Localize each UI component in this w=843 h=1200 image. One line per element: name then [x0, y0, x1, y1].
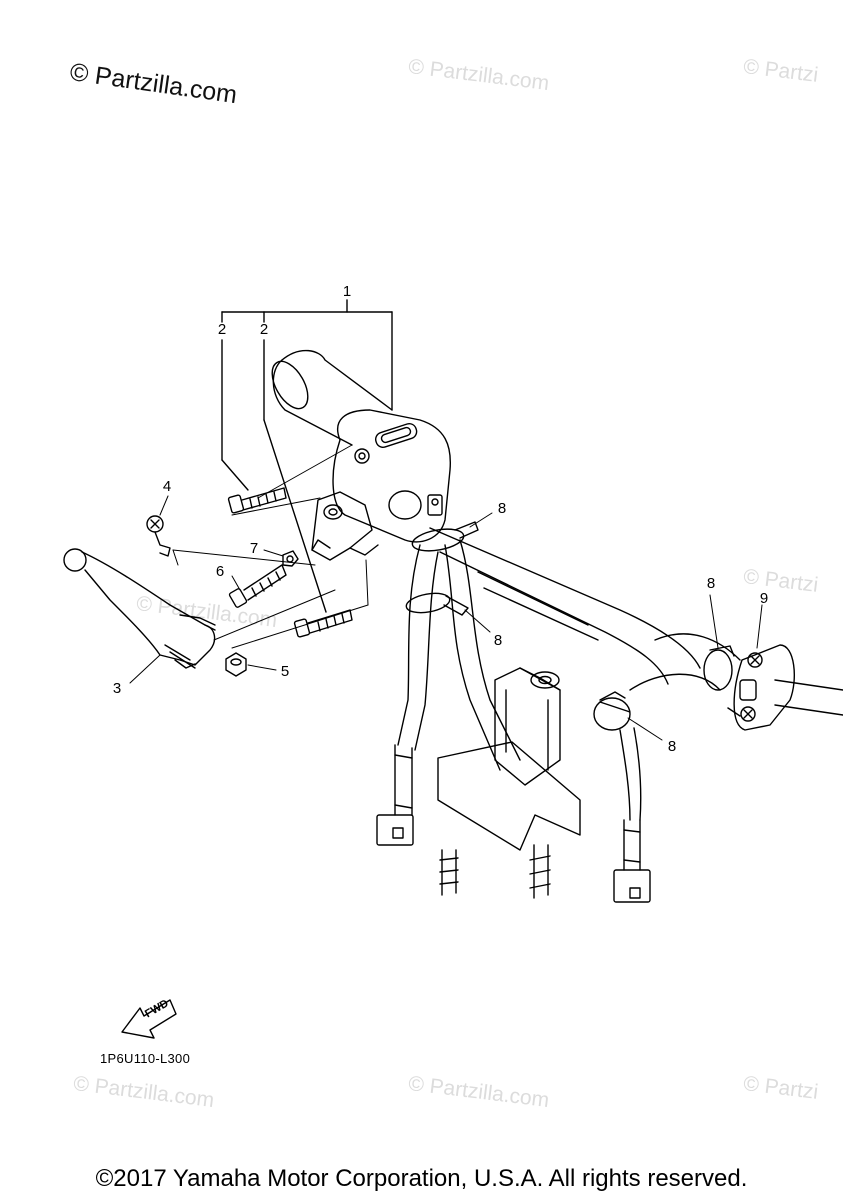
callout-2: 2 — [259, 321, 269, 338]
bolt-lower — [293, 609, 353, 638]
callout-3: 3 — [112, 680, 122, 697]
callout-8: 8 — [497, 500, 507, 517]
handlebar — [429, 527, 843, 716]
diagram-code: 1P6U110-L300 — [100, 1051, 191, 1066]
leader-lines — [172, 444, 369, 649]
bolt-upper — [227, 487, 287, 514]
nut-small — [282, 550, 299, 567]
callout-2: 2 — [217, 321, 227, 338]
callout-6: 6 — [215, 563, 225, 580]
lever-screw — [146, 515, 171, 557]
handlebar-holder — [437, 667, 581, 899]
callout-4: 4 — [162, 478, 172, 495]
callout-1: 1 — [342, 283, 352, 300]
callout-5: 5 — [280, 663, 290, 680]
pivot-bolt — [228, 564, 287, 608]
cable-ties — [405, 521, 735, 731]
grip — [271, 349, 393, 446]
assembly-bracket — [221, 299, 393, 613]
clutch-lever — [63, 548, 216, 669]
fwd-arrow-icon — [121, 999, 177, 1039]
nut-lower — [225, 652, 247, 677]
callout-8: 8 — [706, 575, 716, 592]
start-switch — [727, 644, 795, 731]
callout-9: 9 — [759, 590, 769, 607]
callout-8: 8 — [493, 632, 503, 649]
callout-8: 8 — [667, 738, 677, 755]
lever-holder — [311, 491, 379, 561]
handle-switch-housing — [332, 409, 452, 543]
wire-harness — [376, 539, 651, 903]
copyright-notice: ©2017 Yamaha Motor Corporation, U.S.A. A… — [95, 1165, 748, 1192]
callout-7: 7 — [249, 540, 259, 557]
callout-leaders — [129, 495, 763, 741]
